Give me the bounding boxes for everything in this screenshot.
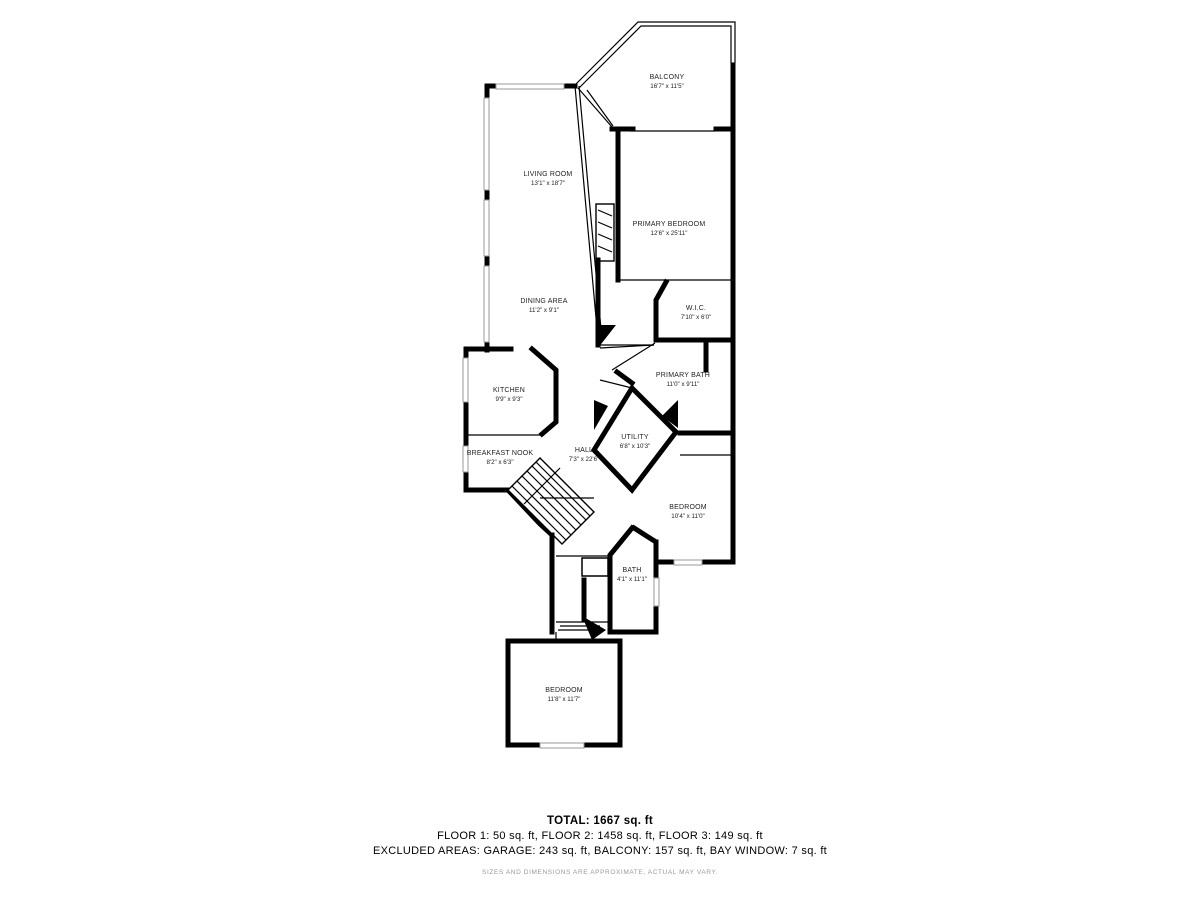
- breakfast-nook-walls: [462, 432, 556, 539]
- disclaimer: SIZES AND DIMENSIONS ARE APPROXIMATE, AC…: [482, 869, 718, 876]
- room-dims-kitchen: 9'9" x 9'3": [495, 396, 522, 403]
- room-dims-wic: 7'10" x 6'0": [681, 314, 712, 321]
- room-label-breakfast-nook: BREAKFAST NOOK: [467, 450, 534, 457]
- room-label-bedroom-3: BEDROOM: [545, 687, 583, 694]
- room-dims-balcony: 16'7" x 11'5": [650, 83, 683, 90]
- room-label-bedroom-2: BEDROOM: [669, 504, 707, 511]
- room-label-primary-bedroom: PRIMARY BEDROOM: [633, 221, 706, 228]
- room-label-living-room: LIVING ROOM: [524, 171, 573, 178]
- room-dims-bedroom-3: 11'8" x 11'7": [547, 696, 580, 703]
- fireplace: [595, 203, 615, 262]
- bedroom-3-walls: [505, 632, 623, 749]
- hall-walls: [549, 532, 609, 640]
- room-label-bath: BATH: [623, 567, 642, 574]
- room-dims-breakfast-nook: 8'2" x 6'3": [486, 459, 513, 466]
- excluded-areas: EXCLUDED AREAS: GARAGE: 243 sq. ft, BALC…: [372, 845, 828, 857]
- kitchen-walls: [462, 345, 559, 438]
- primary-bath-walls: [599, 337, 736, 458]
- room-label-balcony: BALCONY: [650, 74, 685, 81]
- room-label-wic: W.I.C.: [686, 305, 706, 312]
- room-label-kitchen: KITCHEN: [493, 387, 525, 394]
- wic-walls: [653, 278, 736, 373]
- room-label-hall: HALL: [575, 447, 593, 454]
- room-dims-primary-bath: 11'0" x 9'11": [666, 381, 699, 388]
- primary-bedroom-walls: [595, 128, 736, 348]
- floor-areas: FLOOR 1: 50 sq. ft, FLOOR 2: 1458 sq. ft…: [437, 830, 763, 842]
- room-dims-bedroom-2: 10'4" x 11'0": [671, 513, 704, 520]
- room-dims-primary-bedroom: 12'6" x 25'11": [651, 230, 688, 237]
- floor-plan: BALCONY 16'7" x 11'5" LIVING ROOM 13'1" …: [462, 21, 736, 749]
- room-label-primary-bath: PRIMARY BATH: [656, 372, 710, 379]
- room-labels: BALCONY 16'7" x 11'5" LIVING ROOM 13'1" …: [467, 74, 711, 703]
- utility-walls: [590, 379, 680, 494]
- room-dims-utility: 6'8" x 10'3": [620, 443, 651, 450]
- room-dims-hall: 7'3" x 22'6": [569, 456, 600, 463]
- room-dims-living-room: 13'1" x 18'7": [531, 180, 565, 187]
- room-label-dining-area: DINING AREA: [520, 298, 567, 305]
- room-dims-bath: 4'1" x 11'1": [617, 576, 647, 583]
- total-area: TOTAL: 1667 sq. ft: [547, 815, 653, 827]
- room-label-utility: UTILITY: [621, 434, 649, 441]
- room-dims-dining-area: 11'2" x 9'1": [529, 307, 559, 314]
- bath-walls: [607, 524, 660, 635]
- staircase: [507, 457, 595, 545]
